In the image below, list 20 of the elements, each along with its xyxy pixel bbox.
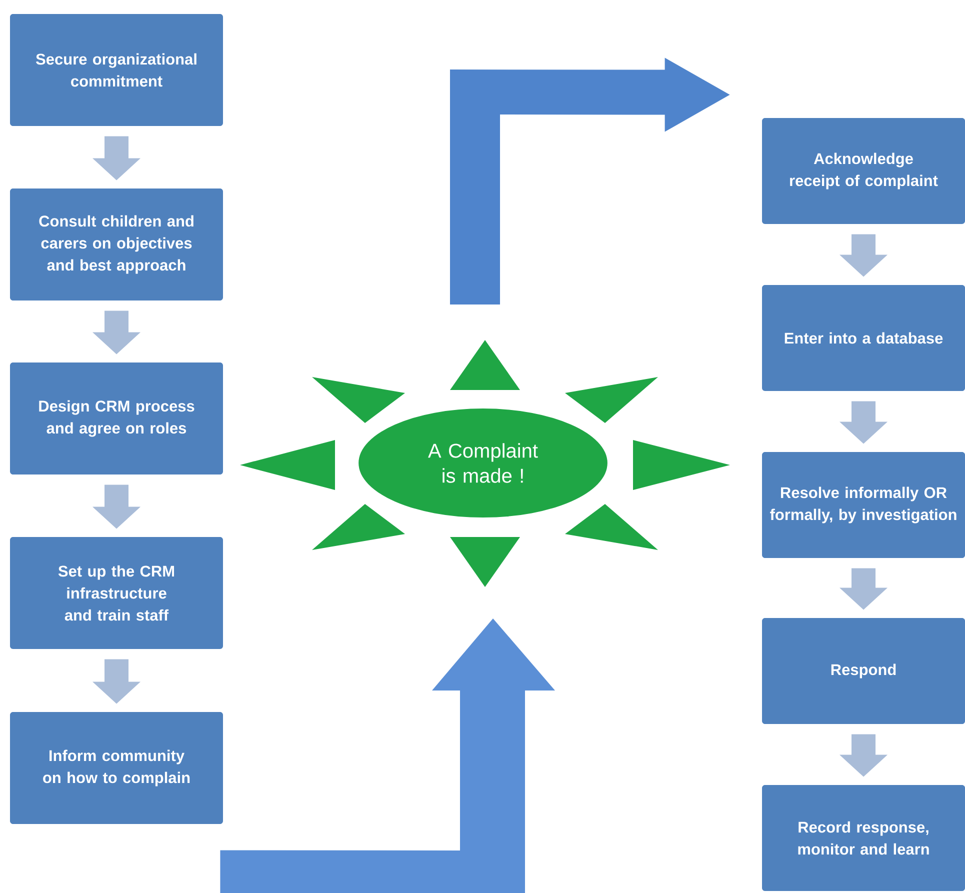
- bent-arrow: [220, 618, 555, 893]
- process-box: Record response, monitor and learn: [762, 785, 965, 891]
- process-box: Enter into a database: [762, 285, 965, 391]
- block-arrow: [840, 734, 888, 777]
- block-arrow: [840, 234, 888, 277]
- process-box: Design CRM process and agree on roles: [10, 362, 223, 474]
- process-box: Respond: [762, 618, 965, 724]
- block-arrow: [92, 310, 140, 354]
- block-arrow: [840, 401, 888, 444]
- process-box: Resolve informally OR formally, by investigation: [762, 452, 965, 558]
- block-arrow: [92, 659, 140, 704]
- block-arrow: [92, 136, 140, 180]
- block-arrow: [840, 568, 888, 610]
- process-box: Consult children and carers on objectives and best approach: [10, 188, 223, 300]
- process-box: Secure organizational commitment: [10, 14, 223, 126]
- process-box: Inform community on how to complain: [10, 712, 223, 824]
- process-box: Set up the CRM infrastructure and train staff: [10, 537, 223, 649]
- block-arrow: [92, 484, 140, 529]
- bent-arrow: [450, 58, 730, 304]
- process-box: Acknowledge receipt of complaint: [762, 118, 965, 224]
